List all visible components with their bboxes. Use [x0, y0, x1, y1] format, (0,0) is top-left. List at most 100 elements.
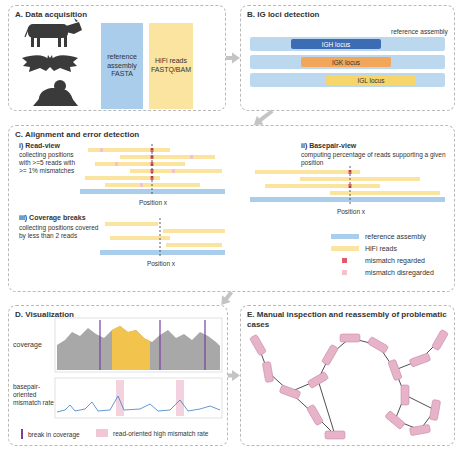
panel-title: D. Visualization [15, 310, 221, 320]
locus-band: IGH locus [291, 39, 381, 49]
cow-leg [58, 36, 61, 47]
annotation-text: coverage [13, 341, 59, 350]
reference-bar [250, 37, 445, 51]
legend-text: mismatch disregarded [365, 269, 434, 276]
graph-node [322, 344, 339, 365]
panel-title: B. IG loci detection [247, 10, 448, 20]
arrow-shaft [226, 56, 234, 60]
hifi-read [300, 177, 420, 181]
graph-node [307, 404, 324, 425]
legend-swatch [96, 429, 108, 437]
graph-node [262, 361, 273, 382]
mismatch-disregarded [115, 162, 118, 166]
panel-box: C. Alignment and error detection i) Read-… [8, 125, 455, 292]
node-text: IGH locus [322, 41, 351, 48]
panel-box: A. Data acquisitionreference assembly FA… [8, 5, 226, 111]
mismatch-rate-chart [55, 378, 222, 418]
graph-node [432, 329, 449, 350]
graph-node [388, 359, 402, 381]
gorilla-body [39, 88, 73, 106]
panel-title: E. Manual inspection and reassembly of p… [247, 310, 448, 329]
arrow-head [232, 370, 240, 381]
cow-head [66, 22, 82, 34]
cow-leg [37, 36, 40, 47]
chart-frame [55, 318, 222, 372]
hifi-read [105, 222, 158, 226]
basepair-view-illustration [250, 166, 445, 205]
graph-node [325, 431, 345, 439]
legend-entry: mismatch regarded [331, 257, 425, 264]
arrow-shaft [228, 374, 234, 378]
arrow-shaft [259, 111, 272, 121]
coverage-break-illustration [100, 218, 225, 257]
graph-node [385, 411, 405, 430]
coverage-break-line [99, 320, 100, 370]
section-heading: ii) Basepair-view [301, 142, 451, 151]
cow-tail [25, 27, 29, 37]
section-heading: i) Read-view [19, 142, 119, 151]
panel-box: B. IG loci detectionIGH locusIGK locusIG… [240, 5, 455, 111]
gorilla-silhouette [33, 80, 78, 106]
annotation-text: computing percentage of reads supporting… [301, 151, 449, 167]
arrow-head [221, 295, 230, 305]
legend-entry: reference assembly [331, 233, 426, 240]
arrow-head [254, 116, 264, 125]
position-marker [350, 166, 351, 205]
flow-arrow [226, 53, 240, 64]
node-text: reference assembly FASTA [101, 53, 143, 79]
legend-text: reference assembly [365, 233, 426, 240]
legend-text: break in coverage [28, 431, 80, 438]
annotation-text: Position x [131, 260, 191, 268]
legend-swatch [342, 258, 347, 263]
high-mismatch-region [176, 380, 184, 416]
locus-band: IGL locus [326, 75, 416, 85]
section-heading: iii) Coverage breaks [19, 214, 119, 223]
legend-line-sample [21, 429, 23, 439]
graph-node [340, 334, 360, 342]
cow-silhouette [25, 18, 82, 47]
panel-box: E. Manual inspection and reassembly of p… [240, 305, 455, 446]
locus-band: IGK locus [301, 57, 391, 67]
gorilla-arm [33, 93, 44, 106]
graph-link [318, 380, 335, 435]
mismatch-disregarded [172, 169, 175, 173]
legend-entry: mismatch disregarded [331, 269, 434, 276]
graph-node [250, 334, 267, 355]
hifi-read [330, 191, 440, 195]
node-text: IGL locus [357, 77, 384, 84]
flow-arrow [221, 292, 231, 305]
annotation-text: Position x [321, 208, 381, 216]
panel-title: C. Alignment and error detection [15, 130, 448, 140]
legend-entry: read-oriented high mismatch rate [96, 429, 208, 437]
legend-swatch [331, 246, 359, 251]
legend-text: HiFi reads [365, 245, 397, 252]
hifi-read [85, 176, 160, 180]
legend-entry: HiFi reads [331, 245, 397, 252]
legend-entry: break in coverage [21, 429, 80, 439]
graph-node [367, 337, 388, 354]
coverage-break-line [204, 320, 205, 370]
node-text: HiFi reads FASTQ/BAM [149, 57, 193, 75]
hifi-read [95, 162, 185, 166]
mismatch-disregarded [100, 148, 103, 152]
coverage-chart [55, 318, 222, 372]
reference-bar [250, 55, 445, 69]
hifi-read [110, 236, 170, 240]
graph-node [409, 353, 431, 367]
graph-nodes [250, 329, 449, 439]
node-text: IGK locus [332, 59, 360, 66]
mismatch-rate-line [57, 396, 220, 412]
reference-bar [80, 189, 225, 194]
bat-ears [47, 55, 53, 60]
graph-node [409, 424, 430, 435]
cow-leg [64, 36, 67, 47]
reference-bar [100, 250, 225, 255]
reference-bars [250, 37, 445, 87]
graph-links [258, 338, 440, 435]
graph-node [307, 372, 328, 389]
hifi-read [166, 243, 222, 247]
mismatch-disregarded [190, 155, 193, 159]
hifi-read [120, 155, 215, 159]
annotation-text: basepair-oriented mismatch rate [13, 383, 61, 407]
